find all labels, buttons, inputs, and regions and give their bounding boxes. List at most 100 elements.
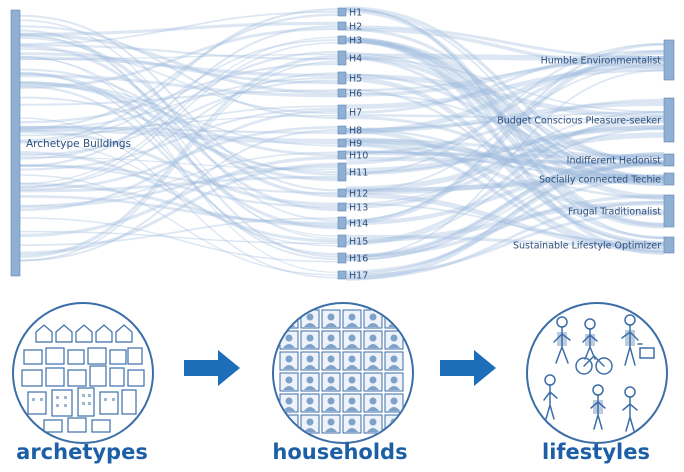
household-node-label: H17 [349,271,368,282]
flow-link [19,174,339,276]
lifestyle-node [663,236,675,254]
flow-link [19,52,339,85]
portrait-head [327,376,335,384]
flow-link [345,119,665,209]
portrait-body [388,344,400,348]
portrait-frame [279,309,299,329]
lifestyle-node [663,172,675,186]
portrait-body [367,344,379,348]
flow-link [19,51,339,160]
household-node-label: H6 [349,89,362,100]
flow-link [345,98,665,155]
flow-link [19,55,339,258]
household-node-label: H11 [349,168,368,179]
flow-link [345,128,665,252]
flow-link [19,79,339,157]
household-node [337,202,347,212]
flow-link [345,52,665,183]
household-node-label: H12 [349,189,368,200]
portrait-head [369,313,377,321]
flow-link [19,162,339,255]
household-node-label: H10 [349,151,368,162]
flow-link [19,25,339,119]
flow-link [345,128,665,199]
flow-link [19,56,339,78]
lifestyle-node [663,97,675,143]
flow-link [345,88,665,245]
portrait-body [283,386,295,390]
flow-link [345,114,665,121]
flow-link [19,130,339,206]
flow-link [19,60,339,262]
flow-link [19,114,339,131]
flow-link [19,230,339,245]
flow-link [345,132,665,192]
flow-link [19,71,339,230]
flow-link [345,101,665,133]
flow-link [19,125,339,134]
portrait-body [283,344,295,348]
portrait-head [369,397,377,405]
flow-link [19,29,339,258]
flow-link [345,57,665,113]
flow-link [19,82,339,157]
portrait-head [306,334,314,342]
portrait-body [283,365,295,369]
portrait-head [327,313,335,321]
household-node-label: H5 [349,74,362,85]
flow-link [19,164,339,195]
flow-link [345,125,665,176]
portrait-body [367,428,379,432]
portrait-head [369,355,377,363]
portrait-head [390,376,398,384]
flow-link [345,43,665,176]
portrait-head [348,355,356,363]
flow-link [345,138,665,158]
flow-link [345,111,665,205]
portrait-body [388,386,400,390]
flow-link [345,6,665,165]
portrait-body [346,365,358,369]
portrait-body [367,323,379,327]
flow-link [19,81,339,147]
flow-link [19,126,339,191]
household-node [337,234,347,248]
portrait-body [388,428,400,432]
flow-link [19,140,339,247]
household-node-label: H15 [349,237,368,248]
arrow-right-icon [184,350,240,386]
portrait-head [327,418,335,426]
flow-link [19,19,339,222]
flow-link [345,55,665,186]
portrait-body [325,428,337,432]
sankey-nodes: H1H2H3H4H5H6H7H8H9H10H11H12H13H14H15H16H… [10,8,675,282]
flow-link [345,60,665,135]
lifestyle-node-label: Sustainable Lifestyle Optimizer [513,241,661,252]
portrait-head [390,334,398,342]
household-node [337,71,347,85]
portrait-body [346,428,358,432]
portrait-body [304,365,316,369]
household-node [337,50,347,66]
portrait-body [325,407,337,411]
portrait-head [327,397,335,405]
flow-link [19,81,339,182]
flow-link [345,73,665,119]
household-node-label: H2 [349,22,362,33]
flow-link [345,8,665,227]
household-node-label: H8 [349,126,362,137]
flow-link [345,176,665,274]
flow-link [19,13,339,130]
flow-link [19,24,339,168]
household-node [337,104,347,120]
archetypes-illustration [12,302,154,444]
flow-link [19,129,339,262]
flow-link [19,44,339,212]
flow-link [345,53,665,62]
flow-link [19,89,339,106]
portrait-head [348,376,356,384]
flow-link [345,27,665,181]
household-node [337,188,347,198]
portrait-body [304,428,316,432]
portrait-head [285,418,293,426]
